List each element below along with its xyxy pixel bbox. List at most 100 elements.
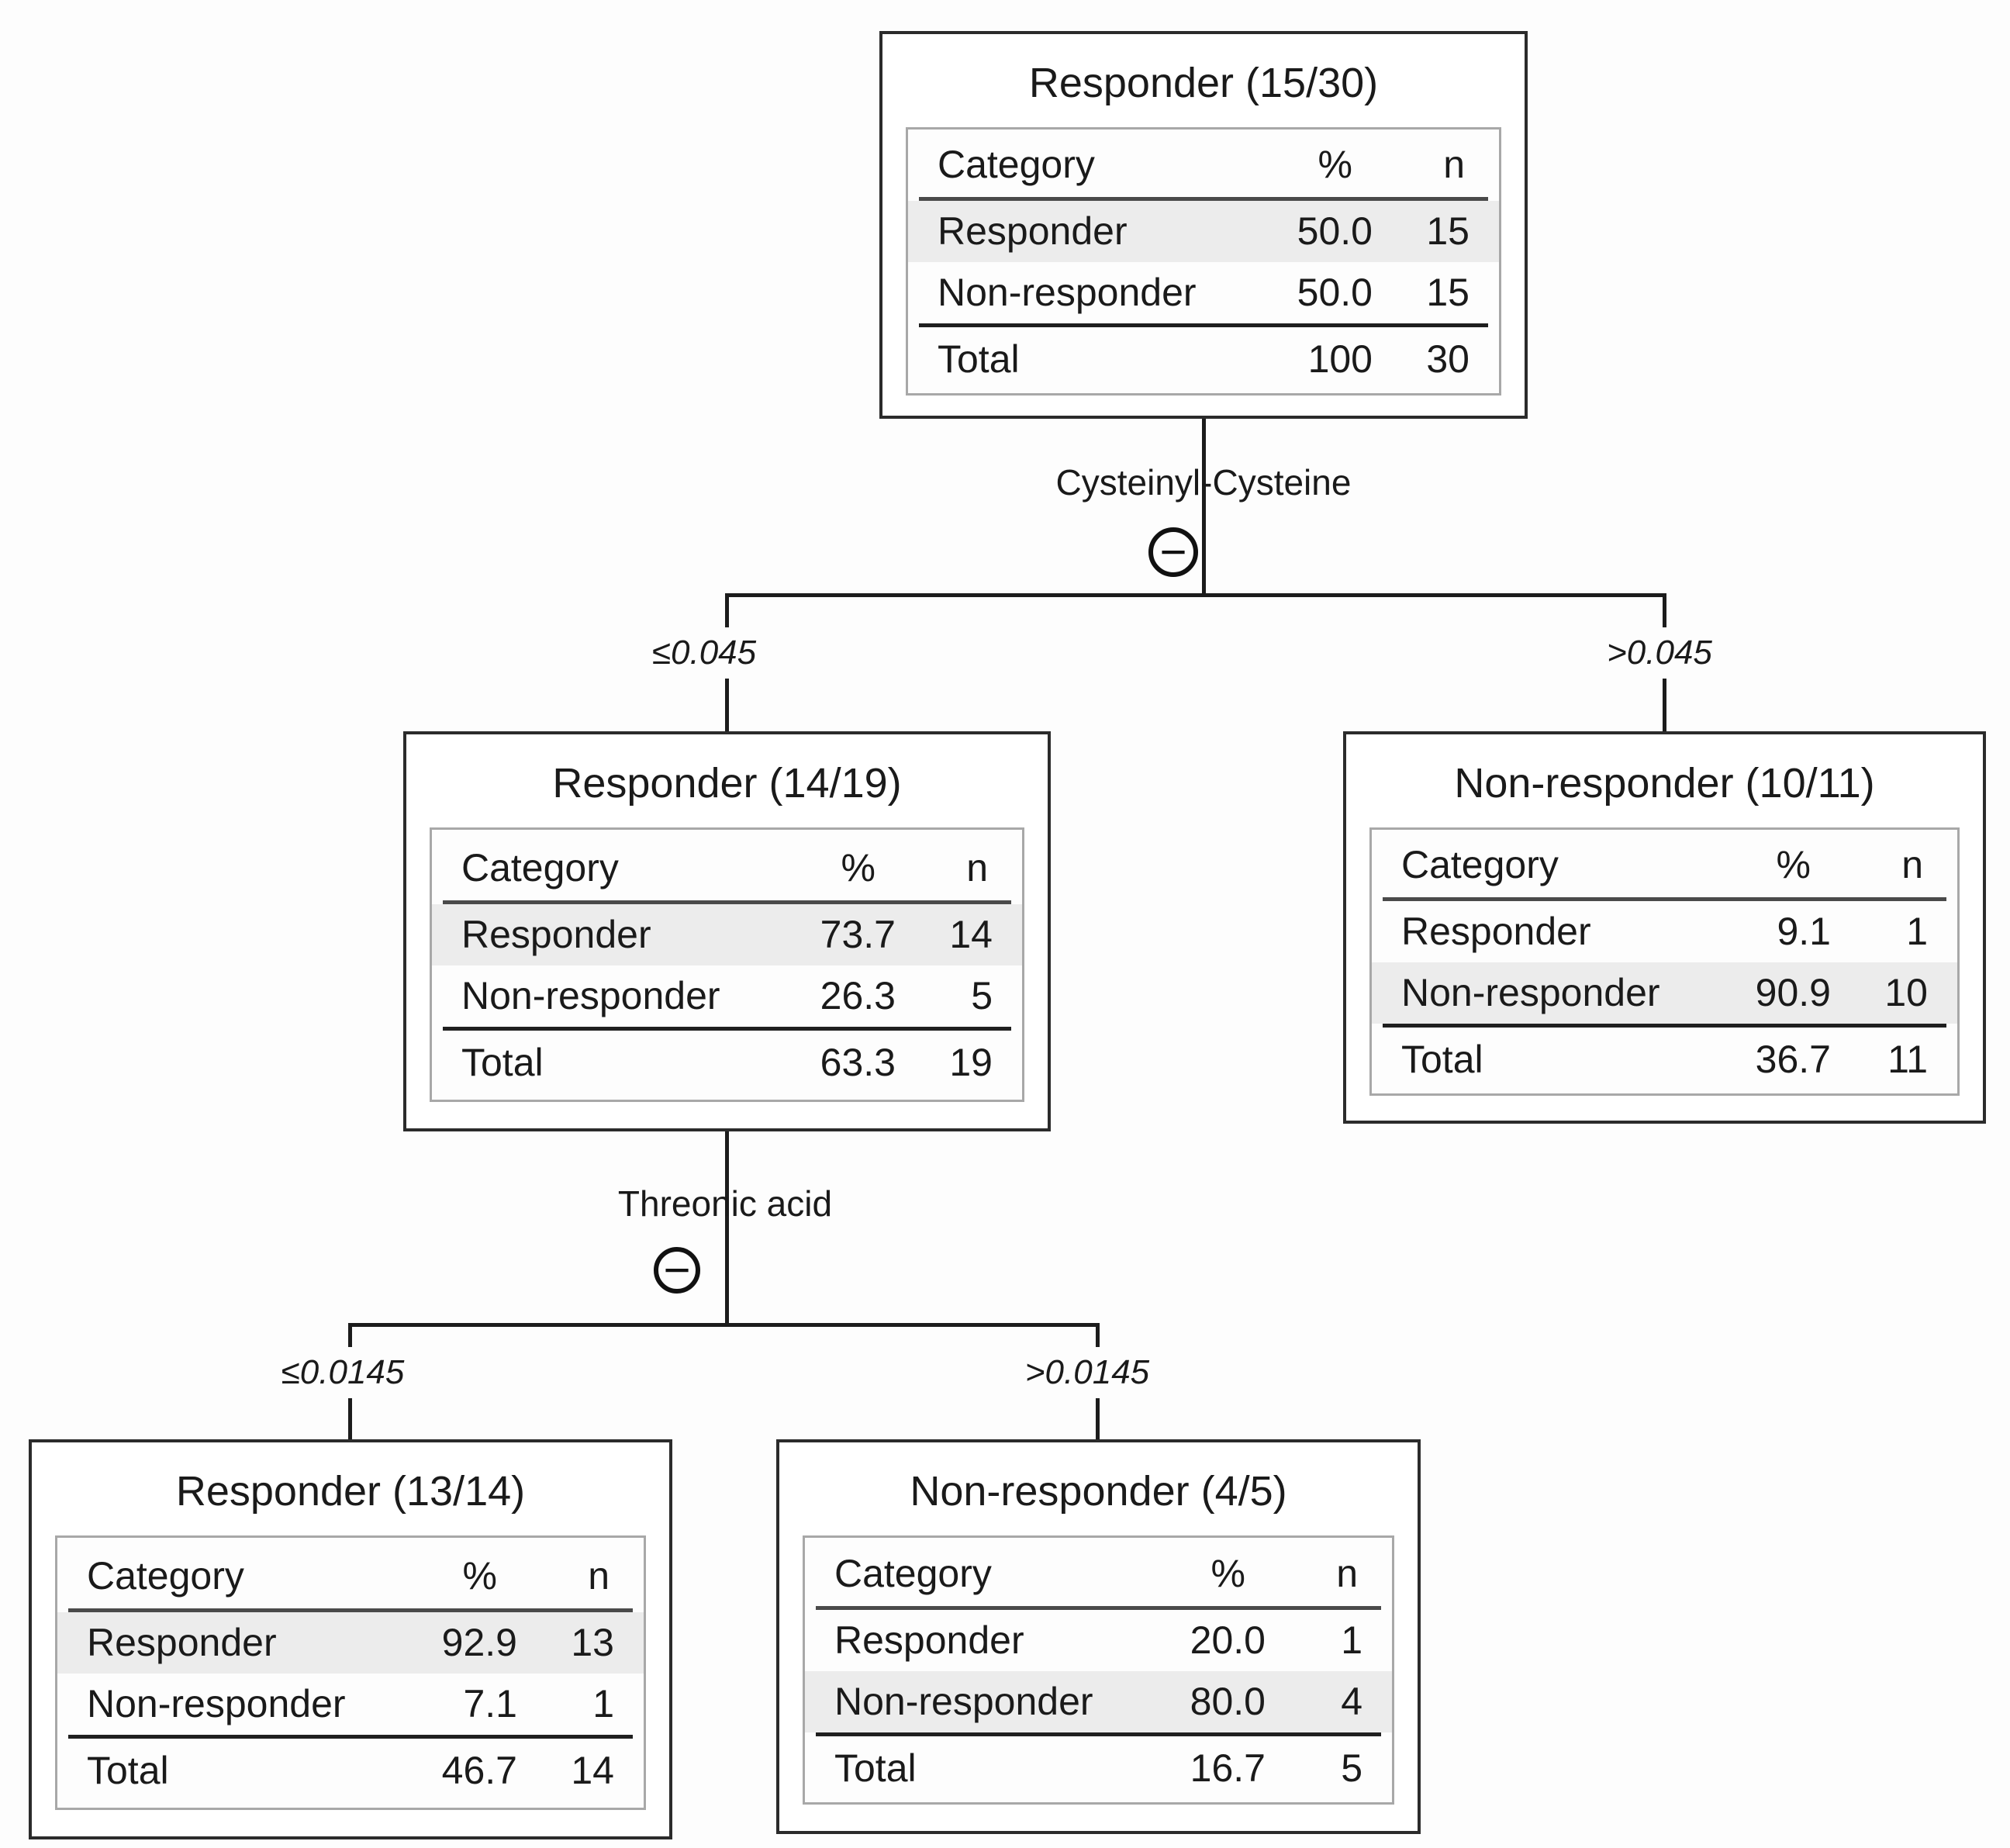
header-n: n xyxy=(1901,843,1923,887)
row-pct: 50.0 xyxy=(1297,271,1373,315)
table-total-row: Total 100 30 xyxy=(908,327,1499,384)
row-n: 1 xyxy=(592,1682,614,1726)
node-title: Responder (13/14) xyxy=(175,1468,526,1515)
row-category: Non-responder xyxy=(461,974,720,1018)
row-pct: 20.0 xyxy=(1190,1618,1266,1662)
total-n: 11 xyxy=(1887,1038,1928,1082)
row-category: Non-responder xyxy=(938,271,1197,315)
node-table: Category % n Responder 92.9 13 Non-respo… xyxy=(55,1535,646,1810)
total-pct: 36.7 xyxy=(1755,1038,1831,1082)
table-header-row: Category % n xyxy=(805,1549,1392,1606)
row-category: Responder xyxy=(461,913,651,957)
branch-label-gt-00145: >0.0145 xyxy=(1012,1347,1162,1398)
node-table: Category % n Responder 9.1 1 Non-respond… xyxy=(1369,827,1960,1097)
row-category: Non-responder xyxy=(834,1679,1093,1723)
row-category: Responder xyxy=(1401,910,1591,954)
table-header-row: Category % n xyxy=(432,844,1022,900)
row-pct: 7.1 xyxy=(463,1682,517,1726)
row-category: Non-responder xyxy=(87,1682,346,1726)
node-table: Category % n Responder 73.7 14 Non-respo… xyxy=(430,827,1024,1102)
row-n: 15 xyxy=(1426,271,1470,315)
row-n: 13 xyxy=(571,1621,614,1665)
header-category: Category xyxy=(834,1551,992,1595)
tree-node-root: Responder (15/30) Category % n Responder… xyxy=(879,31,1528,419)
row-pct: 50.0 xyxy=(1297,209,1373,254)
tree-node-left: Responder (14/19) Category % n Responder… xyxy=(403,731,1051,1131)
header-pct: % xyxy=(462,1554,497,1598)
minus-glyph: − xyxy=(663,1244,691,1296)
header-pct: % xyxy=(1776,843,1811,887)
row-n: 4 xyxy=(1341,1679,1362,1723)
total-n: 30 xyxy=(1426,337,1470,382)
table-total-row: Total 16.7 5 xyxy=(805,1736,1392,1793)
header-rule xyxy=(68,1608,633,1613)
total-rule xyxy=(816,1732,1381,1736)
total-label: Total xyxy=(461,1041,544,1085)
total-pct: 63.3 xyxy=(820,1041,896,1085)
node-title: Non-responder (4/5) xyxy=(910,1468,1287,1515)
header-category: Category xyxy=(461,846,619,890)
total-rule xyxy=(1383,1024,1946,1028)
table-row: Non-responder 50.0 15 xyxy=(908,262,1499,323)
table-total-row: Total 63.3 19 xyxy=(432,1031,1022,1087)
node-title: Non-responder (10/11) xyxy=(1454,760,1875,807)
tree-node-right: Non-responder (10/11) Category % n Respo… xyxy=(1343,731,1986,1124)
split2-variable-label: Threonic acid xyxy=(617,1183,833,1224)
table-total-row: Total 46.7 14 xyxy=(57,1739,644,1795)
row-n: 14 xyxy=(949,913,993,957)
row-n: 5 xyxy=(971,974,993,1018)
node-table: Category % n Responder 20.0 1 Non-respon… xyxy=(803,1535,1394,1805)
total-pct: 100 xyxy=(1307,337,1373,382)
table-row: Non-responder 7.1 1 xyxy=(57,1674,644,1735)
branch-label-le-0045: ≤0.045 xyxy=(639,627,769,679)
table-header-row: Category % n xyxy=(57,1552,644,1608)
tree-node-bottom-right: Non-responder (4/5) Category % n Respond… xyxy=(776,1439,1421,1834)
total-rule xyxy=(443,1027,1011,1031)
total-n: 5 xyxy=(1341,1746,1362,1790)
node-title: Responder (15/30) xyxy=(1028,60,1379,106)
split1-variable-label: Cysteinyl-Cysteine xyxy=(1055,462,1352,503)
total-label: Total xyxy=(938,337,1020,382)
row-category: Responder xyxy=(834,1618,1024,1662)
minus-icon: − xyxy=(1148,527,1198,577)
total-pct: 46.7 xyxy=(441,1749,517,1793)
header-category: Category xyxy=(1401,843,1559,887)
total-label: Total xyxy=(1401,1038,1483,1082)
table-row: Responder 20.0 1 xyxy=(805,1610,1392,1671)
table-row: Non-responder 80.0 4 xyxy=(805,1670,1392,1732)
root-split-vertical-line xyxy=(1202,419,1206,597)
header-category: Category xyxy=(938,143,1095,187)
row-n: 10 xyxy=(1884,971,1928,1015)
minus-icon: − xyxy=(654,1247,700,1294)
table-row: Responder 50.0 15 xyxy=(908,201,1499,263)
header-n: n xyxy=(1443,143,1465,187)
row-n: 1 xyxy=(1341,1618,1362,1662)
total-label: Total xyxy=(87,1749,169,1793)
row-pct: 73.7 xyxy=(820,913,896,957)
row-pct: 26.3 xyxy=(820,974,896,1018)
row-category: Responder xyxy=(938,209,1128,254)
header-pct: % xyxy=(1318,143,1352,187)
row-pct: 9.1 xyxy=(1777,910,1831,954)
table-total-row: Total 36.7 11 xyxy=(1372,1028,1957,1084)
header-rule xyxy=(1383,897,1946,902)
header-n: n xyxy=(966,846,988,890)
row-pct: 90.9 xyxy=(1755,971,1831,1015)
total-pct: 16.7 xyxy=(1190,1746,1266,1790)
table-row: Non-responder 26.3 5 xyxy=(432,965,1022,1027)
header-pct: % xyxy=(841,846,875,890)
header-n: n xyxy=(588,1554,610,1598)
row-pct: 92.9 xyxy=(441,1621,517,1665)
row-category: Non-responder xyxy=(1401,971,1660,1015)
branch-label-gt-0045: >0.045 xyxy=(1594,627,1725,679)
row-n: 15 xyxy=(1426,209,1470,254)
tree-node-bottom-left: Responder (13/14) Category % n Responder… xyxy=(29,1439,672,1839)
total-rule xyxy=(919,323,1488,328)
table-row: Responder 92.9 13 xyxy=(57,1612,644,1674)
table-row: Responder 9.1 1 xyxy=(1372,901,1957,962)
node-table: Category % n Responder 50.0 15 Non-respo… xyxy=(906,127,1501,396)
total-n: 19 xyxy=(949,1041,993,1085)
split1-horizontal-line xyxy=(725,593,1666,597)
branch-label-le-00145: ≤0.0145 xyxy=(268,1347,417,1398)
